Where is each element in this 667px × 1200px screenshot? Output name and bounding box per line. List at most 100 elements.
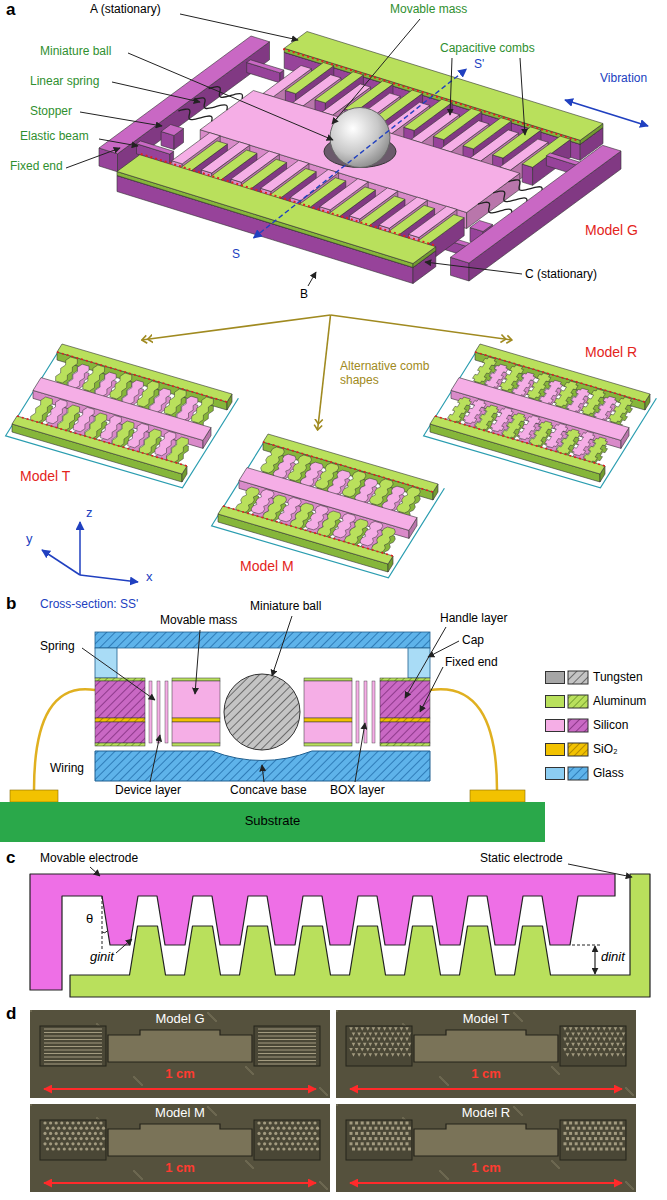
- comb-tooth: [85, 1137, 88, 1140]
- mass-outline: [414, 1124, 558, 1156]
- stationary-comb: [218, 506, 393, 564]
- comb-tooth: [580, 1038, 584, 1042]
- leader-line: [272, 616, 292, 676]
- comb-tooth: [77, 1121, 80, 1124]
- comb-tooth: [369, 1148, 372, 1151]
- comb-tooth: [586, 1038, 590, 1042]
- comb-tooth: [622, 1032, 626, 1036]
- angle-symbol: θ: [86, 912, 93, 927]
- leader-line: [428, 641, 459, 657]
- comb-tooth: [52, 1127, 55, 1130]
- comb-tooth: [580, 1027, 584, 1031]
- comb-tooth: [294, 1137, 297, 1140]
- photo-texture: [441, 1172, 443, 1174]
- comb-tooth: [608, 1027, 612, 1031]
- variant-arrow: [318, 315, 331, 430]
- leader-line: [150, 735, 160, 782]
- leader-line: [66, 148, 120, 168]
- leader-line: [112, 82, 200, 102]
- comb-tooth: [68, 1147, 71, 1150]
- comb-tooth: [274, 1121, 277, 1124]
- comb-tooth: [357, 1053, 361, 1057]
- part-label: C (stationary): [525, 268, 597, 282]
- comb-tooth: [366, 1038, 370, 1042]
- comb-variant-drawing: [6, 344, 239, 488]
- comb-finger: [44, 1036, 102, 1037]
- comb-tooth: [408, 1053, 412, 1057]
- comb-tooth: [577, 1032, 581, 1036]
- comb-tooth: [363, 1127, 366, 1130]
- comb-tooth: [257, 1142, 260, 1145]
- comb-tooth: [71, 1121, 74, 1124]
- comb-tooth: [260, 1147, 263, 1150]
- legend-swatch: [545, 671, 565, 684]
- photo-texture: [556, 1071, 558, 1073]
- comb-tooth: [580, 1132, 583, 1135]
- comb-tooth: [586, 1048, 590, 1052]
- concave-base: [95, 751, 430, 781]
- comb-tooth: [583, 1053, 587, 1057]
- part-label: Linear spring: [30, 75, 99, 89]
- photo-texture: [336, 1104, 338, 1106]
- comb-tooth: [266, 1147, 269, 1150]
- comb-finger: [44, 1050, 102, 1051]
- comb-tooth: [386, 1148, 389, 1151]
- comb-region: [254, 1026, 320, 1066]
- comb-tooth: [620, 1142, 623, 1145]
- photo-texture: [209, 1108, 211, 1110]
- fixed-finger: [397, 487, 421, 513]
- comb-tooth: [588, 1043, 592, 1047]
- comb-tooth: [600, 1148, 603, 1151]
- part-label: Elastic beam: [20, 130, 89, 144]
- legend-row: Glass: [545, 766, 665, 782]
- wiring: [34, 689, 95, 790]
- comb-tooth: [91, 1127, 94, 1130]
- comb-tooth: [569, 1132, 572, 1135]
- photo-texture: [628, 1184, 630, 1186]
- part-label: A (stationary): [90, 3, 161, 17]
- comb-tooth: [372, 1142, 375, 1145]
- photo-texture: [319, 1181, 321, 1183]
- photo-texture: [444, 1081, 446, 1083]
- comb-tooth: [316, 1147, 319, 1150]
- comb-tooth: [378, 1142, 381, 1145]
- comb-tooth: [43, 1132, 46, 1135]
- comb-tooth: [80, 1137, 83, 1140]
- comb-finger: [258, 1064, 316, 1065]
- comb-tooth: [308, 1121, 311, 1124]
- comb-tooth: [405, 1027, 409, 1031]
- hatched-swatch: [568, 767, 588, 780]
- photo-texture: [631, 1093, 633, 1095]
- glass-cap: [95, 632, 430, 648]
- legend-label: Glass: [593, 766, 624, 780]
- hatched-swatch: [568, 743, 588, 756]
- cross-section: [10, 632, 588, 802]
- photo-texture: [322, 1090, 324, 1092]
- comb-tooth: [603, 1132, 606, 1135]
- comb-tooth: [294, 1147, 297, 1150]
- hatched-swatch: [568, 719, 588, 732]
- comb-tooth: [297, 1121, 300, 1124]
- comb-tooth: [564, 1132, 567, 1135]
- photo-texture: [520, 1019, 522, 1021]
- comb-tooth: [71, 1132, 74, 1135]
- comb-tooth: [352, 1127, 355, 1130]
- dimension-label: ginit: [90, 950, 114, 965]
- comb-tooth: [597, 1038, 601, 1042]
- comb-tooth: [569, 1048, 573, 1052]
- comb-tooth: [349, 1038, 353, 1042]
- photo-texture: [629, 1185, 631, 1187]
- comb-tooth: [355, 1132, 358, 1135]
- photo-texture: [515, 1014, 517, 1016]
- photo-texture: [326, 1188, 328, 1190]
- comb-tooth: [380, 1043, 384, 1047]
- photo-texture: [139, 1082, 141, 1084]
- comb-tooth: [360, 1048, 364, 1052]
- comb-tooth: [99, 1132, 102, 1135]
- comb-tooth: [378, 1132, 381, 1135]
- comb-tooth: [305, 1147, 308, 1150]
- box-layer: [95, 718, 145, 722]
- photo-texture: [445, 1082, 447, 1084]
- photo-texture: [554, 1163, 556, 1165]
- comb-tooth: [583, 1043, 587, 1047]
